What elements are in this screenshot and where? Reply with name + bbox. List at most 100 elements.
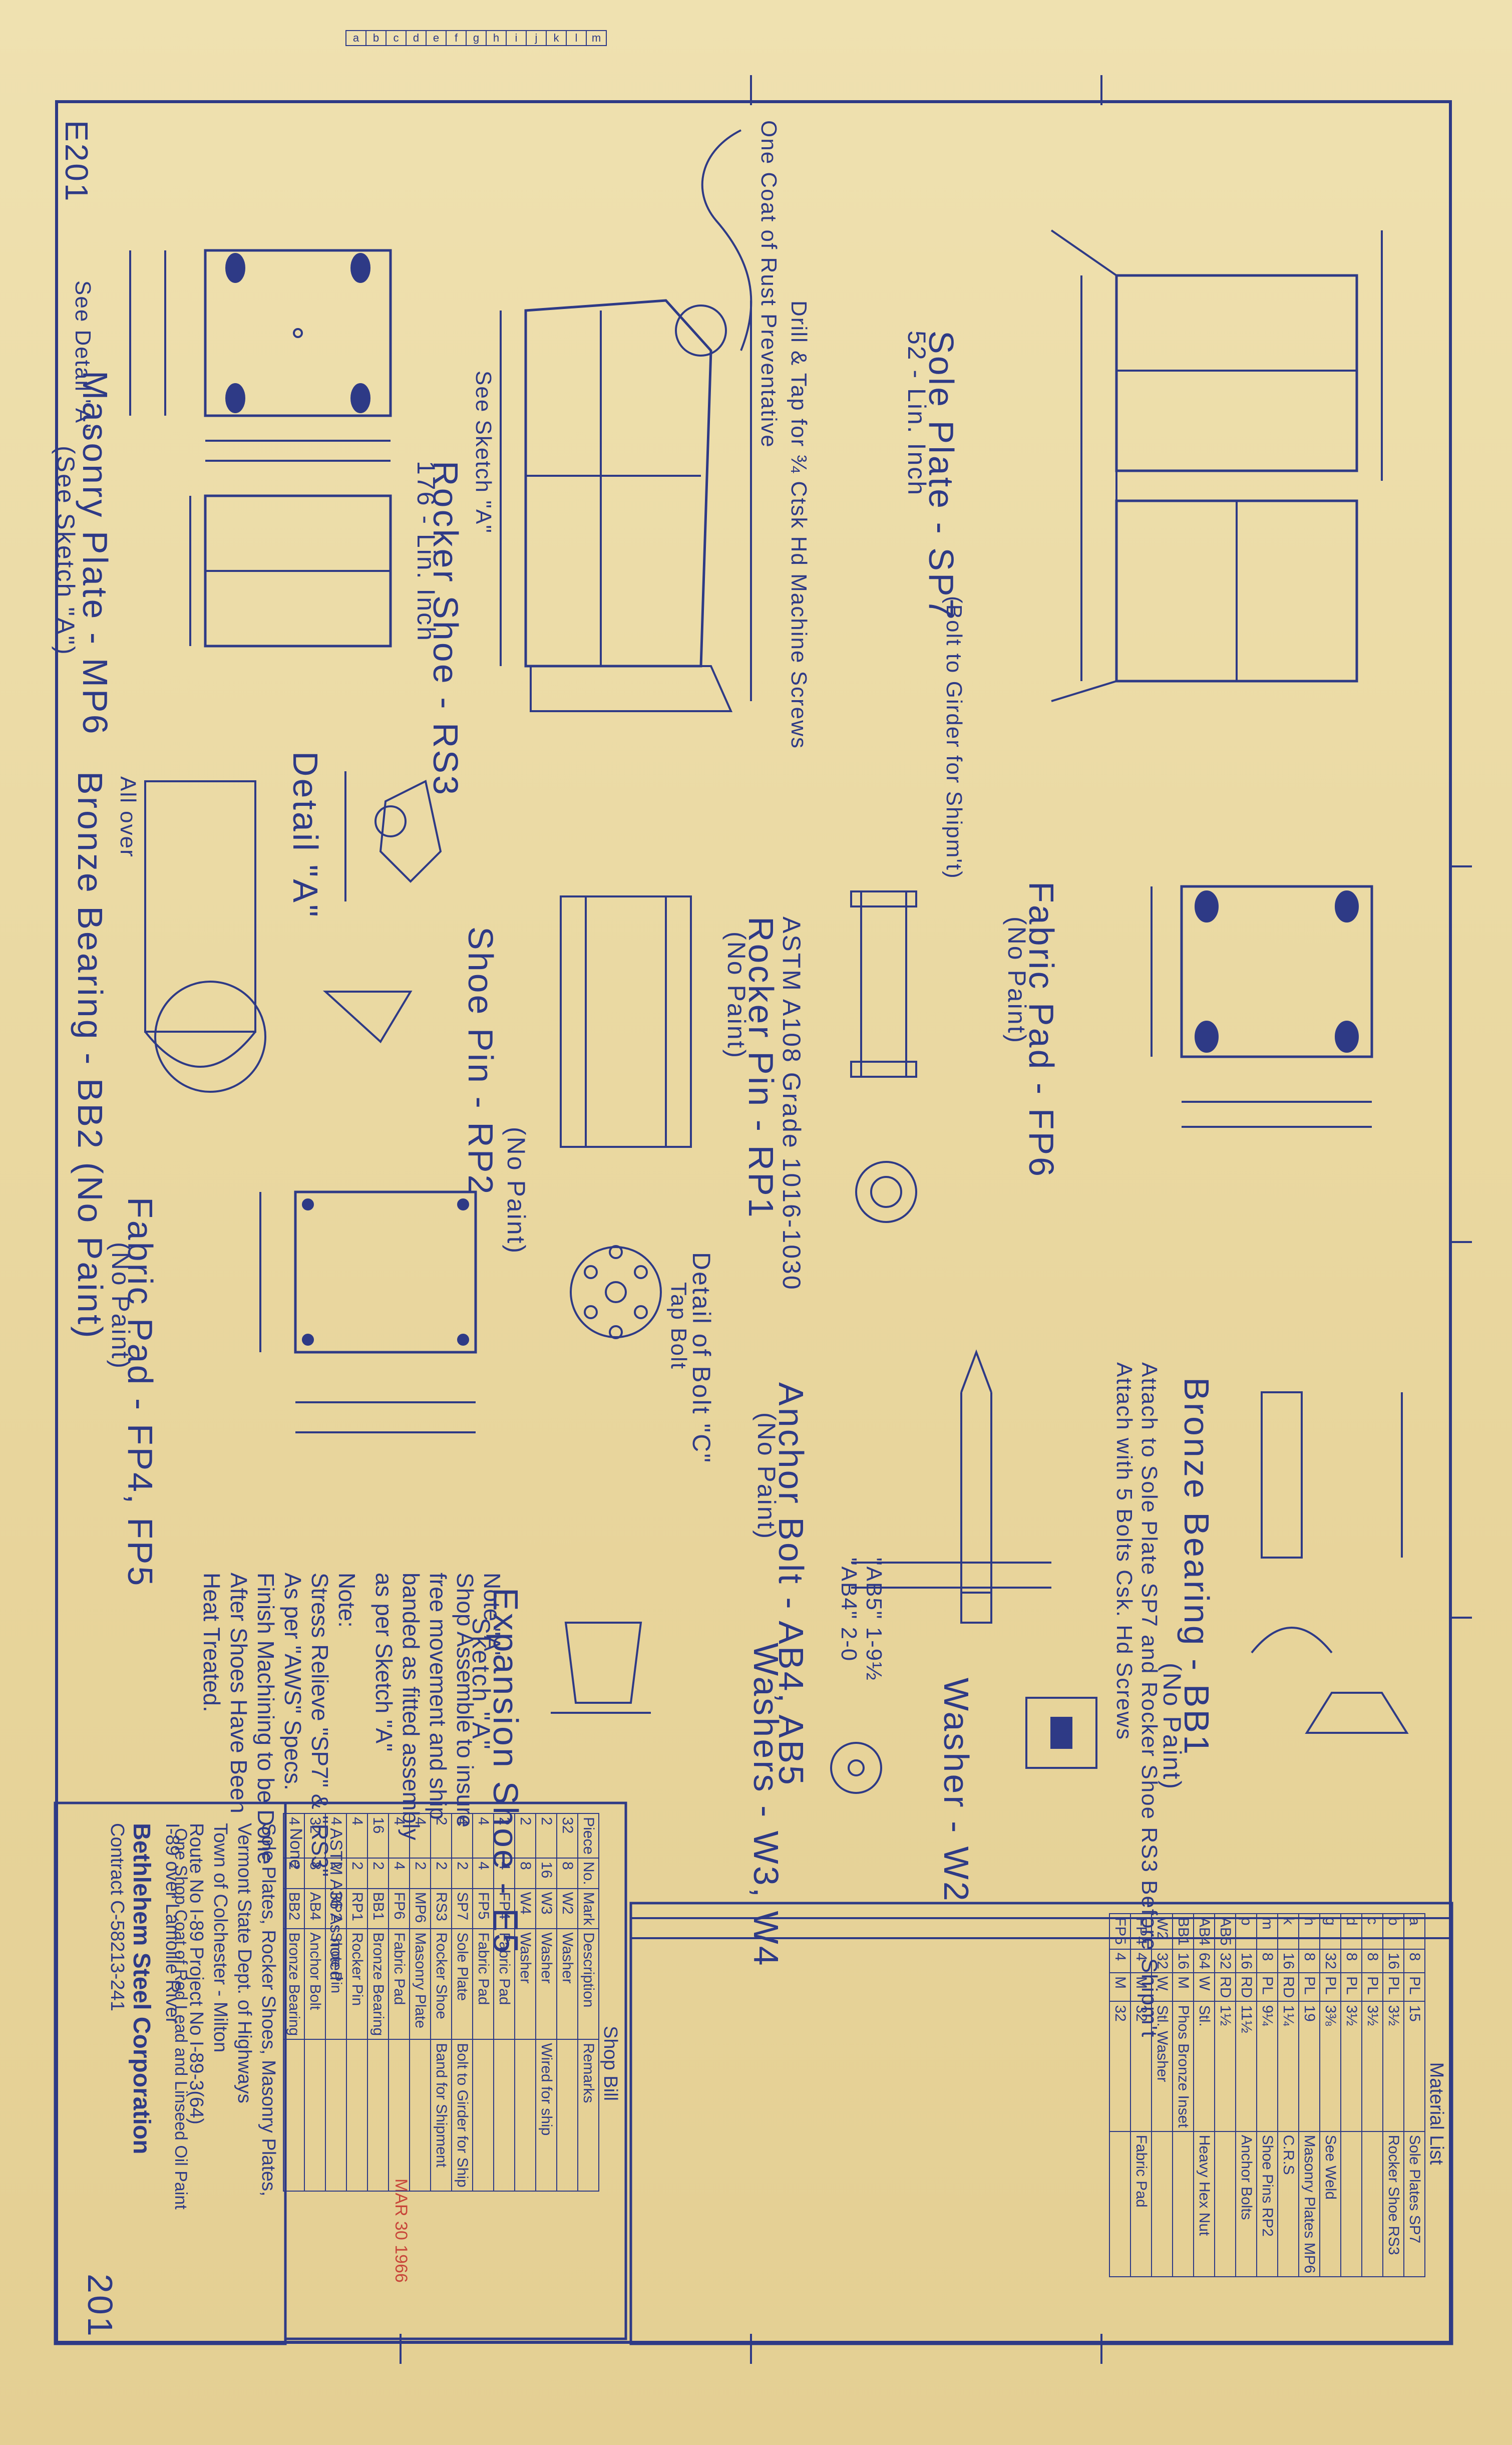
table-cell: PL (1362, 1973, 1383, 2002)
table-cell (515, 2039, 536, 2191)
table-cell: Fabric Pad (389, 1929, 410, 2040)
company-name: Bethlehem Steel Corporation (128, 1823, 155, 2155)
table-cell (1215, 2131, 1236, 2277)
table-cell: 32 (1109, 2001, 1130, 2131)
table-cell: Stl. (1194, 2001, 1215, 2131)
shop-bill-title: Shop Bill (600, 2026, 621, 2101)
revision-letter: j (526, 30, 547, 46)
table-cell: 4 (389, 1858, 410, 1889)
table-cell: 2 (452, 1858, 473, 1889)
table-cell: h (1299, 1914, 1320, 1949)
fabric-pad-fp6-note: (No Paint) (1003, 916, 1031, 1045)
title-line: Town of Colchester - Milton (210, 1823, 231, 2053)
note-a-line: Shop Assemble to insure (452, 1573, 478, 1827)
revision-letter: f (446, 30, 467, 46)
bronze-bearing-bb2-title: Bronze Bearing - BB2 (No Paint) (71, 771, 110, 1340)
table-cell: 8 (1257, 1949, 1278, 1973)
table-cell: M (1109, 1973, 1130, 2002)
table-cell: 16 (367, 1813, 389, 1859)
masonry-plate-sketch: (See Sketch "A") (52, 446, 80, 656)
table-cell: 16 (1383, 1949, 1404, 1973)
rocker-pin-spec: ASTM A108 Grade 1016-1030 (778, 916, 806, 1291)
table-cell: 4 (325, 1813, 346, 1859)
table-cell: PL (1404, 1973, 1425, 2002)
table-cell (410, 2039, 431, 2191)
table-header: Piece (578, 1813, 599, 1859)
revision-letter: i (506, 30, 527, 46)
table-cell: Rocker Shoe RS3 (1383, 2131, 1404, 2277)
table-cell: 16 (536, 1858, 557, 1889)
table-cell: BB1 (367, 1888, 389, 1929)
table-header: No. (578, 1858, 599, 1889)
table-cell: Phos Bronze Inset (1173, 2001, 1194, 2131)
table-cell: PL (1341, 1973, 1362, 2002)
title-line: Sole Plates, Rocker Shoes, Masonry Plate… (258, 1823, 279, 2197)
note-a-line: free movement and ship (425, 1573, 451, 1820)
revision-letter: d (406, 30, 427, 46)
table-cell: Masonry Plate (410, 1929, 431, 2040)
table-cell: W4 (515, 1888, 536, 1929)
rocker-shoe-subtitle: 176 - Lin. Inch (412, 461, 440, 642)
table-cell: FP6 (389, 1888, 410, 1929)
table-cell: 1¼ (1278, 2001, 1299, 2131)
table-cell (557, 2039, 578, 2191)
table-cell: 16 (1278, 1949, 1299, 1973)
table-cell: Masonry Plates MP6 (1299, 2131, 1320, 2277)
table-cell: 2 (283, 1858, 304, 1889)
bronze-bearing-bb1-note: (No Paint) (1158, 1663, 1186, 1791)
table-cell: W2 (1152, 1914, 1173, 1949)
table-cell: 64 (1194, 1949, 1215, 1973)
table-cell: 2 (431, 1813, 452, 1859)
shoe-pin-title: Shoe Pin - RP2 (461, 927, 500, 1196)
table-cell: FP4 (494, 1888, 515, 1929)
table-cell: Stl. Washer (1152, 2001, 1173, 2131)
table-cell: g (1320, 1914, 1341, 1949)
revision-letter: b (365, 30, 387, 46)
table-cell: W (1152, 1973, 1173, 2002)
table-cell: BB2 (283, 1888, 304, 1929)
table-cell: 4 (389, 1813, 410, 1859)
table-cell: FP5 (473, 1888, 494, 1929)
drawing-number: 201 (81, 2274, 120, 2338)
table-cell: AB4 (304, 1888, 325, 1929)
table-cell: 19 (1299, 2001, 1320, 2131)
table-cell: 15 (1404, 2001, 1425, 2131)
table-cell: PL (1257, 1973, 1278, 2002)
table-cell: W3 (536, 1888, 557, 1929)
table-cell: 32 (1215, 1949, 1236, 1973)
table-cell: 9¼ (1257, 2001, 1278, 2131)
table-cell: 4 (452, 1813, 473, 1859)
fabric-pad-fp4-note: (No Paint) (107, 1242, 135, 1370)
table-cell: 2 (346, 1858, 367, 1889)
table-cell (1173, 2131, 1194, 2277)
table-cell: 4 (410, 1813, 431, 1859)
table-cell: 3⅜ (1320, 2001, 1341, 2131)
tap-bolt-title: Detail of Bolt "C" (687, 1252, 715, 1464)
sheet-border (55, 100, 1452, 2344)
table-cell: 32 (1320, 1949, 1341, 1973)
table-cell: Band for Shipment (431, 2039, 452, 2191)
table-cell: 32 (304, 1813, 325, 1859)
table-cell: Bronze Bearing (367, 1929, 389, 2040)
table-cell (473, 2039, 494, 2191)
table-cell: m (1257, 1914, 1278, 1949)
